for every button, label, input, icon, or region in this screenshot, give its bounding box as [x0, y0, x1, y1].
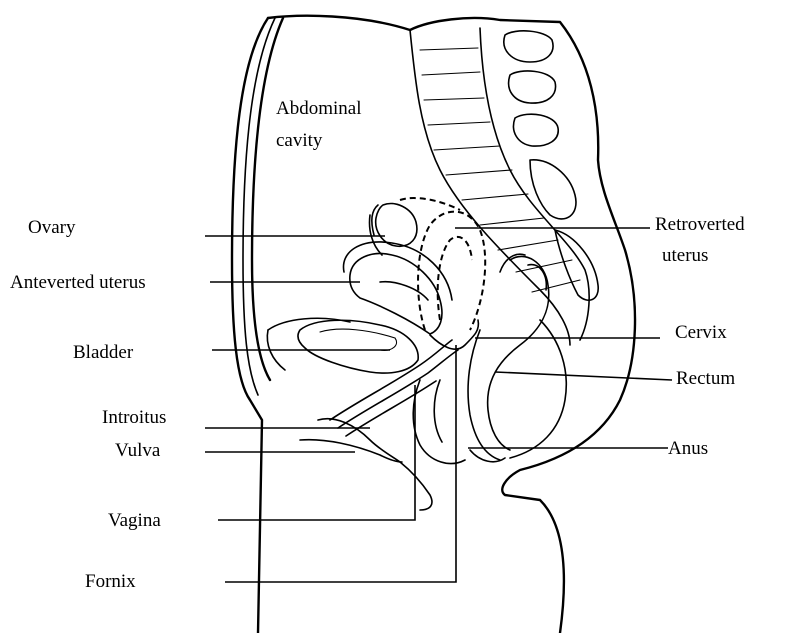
label-abdominal-cavity-line1: Abdominal [276, 98, 362, 119]
label-fornix: Fornix [85, 571, 136, 592]
label-cervix: Cervix [675, 322, 727, 343]
label-anteverted-uterus: Anteverted uterus [10, 272, 146, 293]
label-ovary: Ovary [28, 217, 76, 238]
label-vulva: Vulva [115, 440, 161, 461]
label-anus: Anus [668, 438, 708, 459]
label-bladder: Bladder [73, 342, 134, 363]
vulva-shape [300, 419, 432, 510]
label-rectum: Rectum [676, 368, 735, 389]
bladder-shape [267, 318, 418, 373]
label-vagina: Vagina [108, 510, 161, 531]
anteverted-uterus-shape [343, 242, 452, 334]
leader-lines [205, 228, 672, 582]
label-abdominal-cavity-line2: cavity [276, 130, 323, 151]
label-retroverted-uterus-line2: uterus [662, 245, 708, 266]
label-retroverted-uterus-line1: Retroverted [655, 214, 745, 235]
label-introitus: Introitus [102, 407, 166, 428]
leader-rectum [495, 372, 672, 380]
